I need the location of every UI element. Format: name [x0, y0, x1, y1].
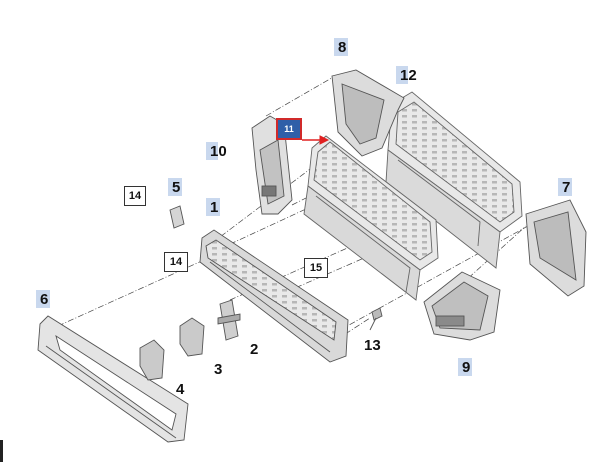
part-3-guide	[179, 317, 205, 357]
part-6-front-strip	[37, 315, 189, 443]
part-4-guide	[139, 339, 165, 381]
callout-2: 2	[250, 342, 258, 357]
part-2-bracket	[217, 299, 241, 341]
callout-3: 3	[214, 362, 222, 377]
callout-label: 12	[400, 67, 417, 84]
callout-14-mid: 14	[164, 252, 188, 272]
callout-11: 11	[276, 118, 302, 140]
callout-label: 14	[128, 189, 142, 202]
callout-label: 13	[364, 337, 381, 354]
callout-12: 12	[396, 66, 417, 84]
part-7-right-duct	[525, 199, 587, 297]
callout-label: 3	[214, 361, 223, 378]
callout-14-top: 14	[124, 186, 146, 206]
part-12-rear-shroud	[385, 91, 523, 269]
callout-15: 15	[304, 258, 328, 278]
callout-1: 1	[206, 198, 220, 216]
callout-label: 1	[210, 199, 219, 216]
callout-5: 5	[168, 178, 182, 196]
callout-label: 8	[338, 39, 347, 56]
callout-label: 15	[309, 261, 323, 274]
callout-label: 6	[40, 291, 49, 308]
part-13-screw	[369, 307, 383, 331]
callout-13: 13	[364, 338, 381, 353]
callout-label: 9	[462, 359, 471, 376]
callout-7: 7	[558, 178, 572, 196]
callout-6: 6	[36, 290, 50, 308]
callout-8: 8	[334, 38, 348, 56]
callout-10: 10	[206, 142, 227, 160]
callout-label: 11	[284, 123, 294, 134]
callout-4: 4	[176, 382, 184, 397]
callout-label: 7	[562, 179, 571, 196]
callout-label: 14	[169, 255, 183, 268]
part-11-front-shroud	[303, 135, 439, 301]
part-9-lower-duct	[423, 271, 501, 341]
part-10-side-guide	[251, 115, 293, 215]
part-1-carrier	[199, 229, 349, 363]
callout-label: 2	[250, 341, 259, 358]
part-5-clip	[169, 205, 185, 229]
callout-9: 9	[458, 358, 472, 376]
callout-label: 10	[210, 143, 227, 160]
edge-divider	[0, 440, 3, 462]
arrow-icon	[302, 135, 330, 145]
part-8-upper-duct	[331, 69, 405, 157]
callout-label: 5	[172, 179, 181, 196]
callout-label: 4	[176, 381, 185, 398]
